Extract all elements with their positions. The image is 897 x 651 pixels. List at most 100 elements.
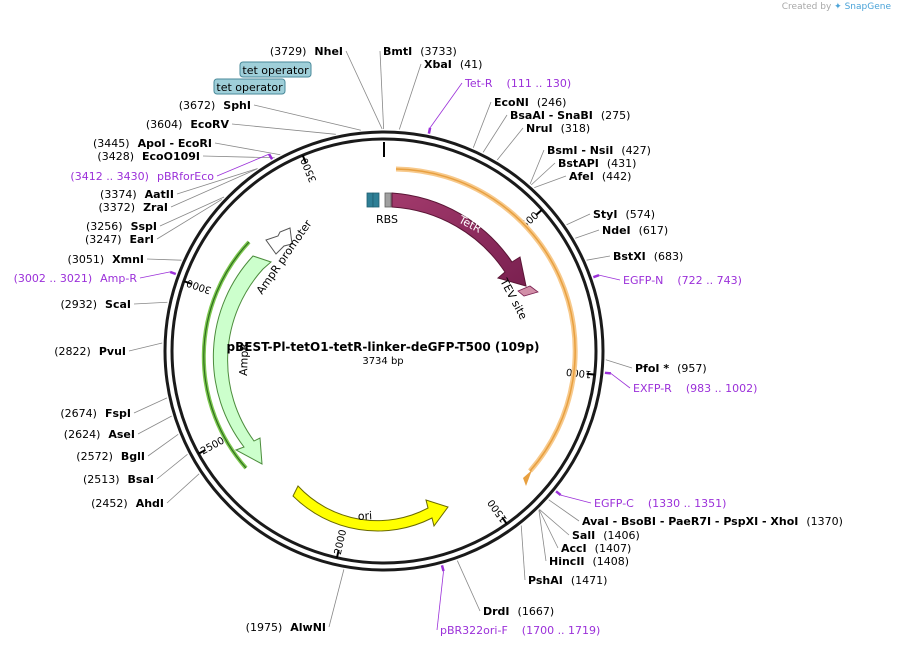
tet-operator-box-1: tet operator [239, 61, 312, 78]
site-position: (2572) [76, 450, 113, 463]
site-leader [539, 509, 570, 536]
primer-label: pBR322ori-F (1700 .. 1719) [440, 624, 600, 637]
tick-label-1000: 1000 [566, 366, 593, 380]
site-position: (574) [625, 208, 655, 221]
site-label: (3428) EcoO109I [97, 150, 200, 163]
site-position: (1370) [806, 515, 843, 528]
site-leader [379, 50, 385, 130]
site-label: (3672)SphI [179, 99, 251, 112]
tick-label-3500: 3500 [299, 156, 319, 184]
site-name: BmtI [383, 45, 412, 58]
site-label: SalI(1406) [572, 529, 640, 542]
site-leader [345, 50, 383, 130]
feature-tet-operator-block-1 [366, 192, 374, 208]
site-position: (442) [602, 170, 632, 183]
site-name: AseI [108, 428, 135, 441]
tick-label-2000: 2000 [333, 529, 349, 556]
site-30: (3372)ZraI [99, 201, 169, 214]
site-20: (2452)AhdI [91, 497, 164, 510]
site-name: XbaI [424, 58, 452, 71]
plasmid-length: 3734 bp [362, 356, 403, 367]
site-position: (3672) [179, 99, 216, 112]
tick-mark-3000 [183, 280, 192, 285]
site-label: BsaAI - SnaBI(275) [510, 109, 630, 122]
site-name: AccI [561, 542, 587, 555]
primer-name: EXFP-R [633, 382, 672, 395]
primer-Tet-R: Tet-R(111 .. 130) [427, 77, 572, 134]
site-leader [496, 127, 524, 161]
site-27: (3051)XmnI [68, 253, 144, 266]
tet-operator-label-2: tet operator [216, 81, 283, 94]
feature-tev-site-arrow [517, 285, 539, 297]
site-name: SspI [131, 220, 157, 233]
site-position: (3604) [146, 118, 183, 131]
site-name: FspI [105, 407, 131, 420]
site-label: BstAPI(431) [558, 157, 636, 170]
primer-range: (3002 .. 3021) [14, 272, 93, 285]
site-4: BsaAI - SnaBI(275) [510, 109, 630, 122]
site-name: PfoI * [635, 362, 669, 375]
site-leader [328, 569, 345, 628]
site-leader [146, 258, 182, 261]
site-0: (3729)NheI [270, 45, 343, 58]
site-label: AvaI - BsoBI - PaeR7I - PspXI - XhoI(137… [582, 515, 843, 528]
site-position: (2822) [54, 345, 91, 358]
site-label: (2572)BglI [76, 450, 145, 463]
site-leader [482, 114, 508, 153]
site-leader [133, 397, 168, 414]
gfp-region-arc [395, 166, 578, 473]
site-label: (2624)AseI [64, 428, 135, 441]
site-leader [133, 301, 168, 305]
feature-rbs-label: RBS [376, 213, 398, 226]
site-label: (3445)ApoI - EcoRI [93, 137, 212, 150]
site-19: (1975)AlwNI [246, 621, 326, 634]
site-label: XbaI(41) [424, 58, 482, 71]
site-leader [398, 63, 422, 130]
site-position: (3428) [97, 150, 134, 163]
site-label: NruI(318) [526, 122, 590, 135]
primer-range: (1700 .. 1719) [522, 624, 601, 637]
site-leader [202, 155, 275, 159]
site-leader [538, 509, 559, 549]
feature-ori-label: ori [357, 509, 372, 523]
site-position: (2513) [83, 473, 120, 486]
site-name: EcoO109I [142, 150, 200, 163]
site-leader [159, 196, 225, 227]
primer-Amp-R: (3002 .. 3021)Amp-R [14, 270, 177, 285]
primer-name: pBRforEco [157, 170, 214, 183]
site-34: (3604) EcoRV [146, 118, 230, 131]
site-21: (2513)BsaI [83, 473, 154, 486]
primer-label: EGFP-N(722 .. 743) [623, 274, 742, 287]
tick-mark-2500 [198, 448, 207, 455]
site-position: (3445) [93, 137, 130, 150]
primer-range: (111 .. 130) [507, 77, 572, 90]
site-position: (1667) [518, 605, 555, 618]
site-label: (2932)ScaI [60, 298, 131, 311]
primer-mark [555, 490, 562, 497]
primer-mark [169, 270, 177, 276]
site-label: BsmI - NsiI(427) [547, 144, 651, 157]
site-leader [231, 123, 336, 135]
site-name: SalI [572, 529, 595, 542]
site-position: (427) [621, 144, 651, 157]
primer-mark [267, 153, 274, 160]
primer-name: EGFP-C [594, 497, 634, 510]
site-leader [566, 213, 591, 226]
site-label: (3256)SspI [86, 220, 157, 233]
primer-name: EGFP-N [623, 274, 663, 287]
site-label: (3604) EcoRV [146, 118, 230, 131]
feature-tet-operator-block-2 [372, 192, 380, 208]
site-name: AhdI [136, 497, 164, 510]
site-33: (3445)ApoI - EcoRI [93, 137, 212, 150]
site-name: EcoRV [190, 118, 229, 131]
site-name: PvuI [99, 345, 126, 358]
site-1: BmtI(3733) [383, 45, 457, 58]
site-leader [253, 104, 361, 131]
site-leader [529, 149, 545, 185]
primer-name: pBR322ori-F [440, 624, 508, 637]
site-name: BstAPI [558, 157, 599, 170]
tick-label-2500: 2500 [199, 435, 227, 457]
site-position: (3729) [270, 45, 307, 58]
site-35: (3672)SphI [179, 99, 251, 112]
